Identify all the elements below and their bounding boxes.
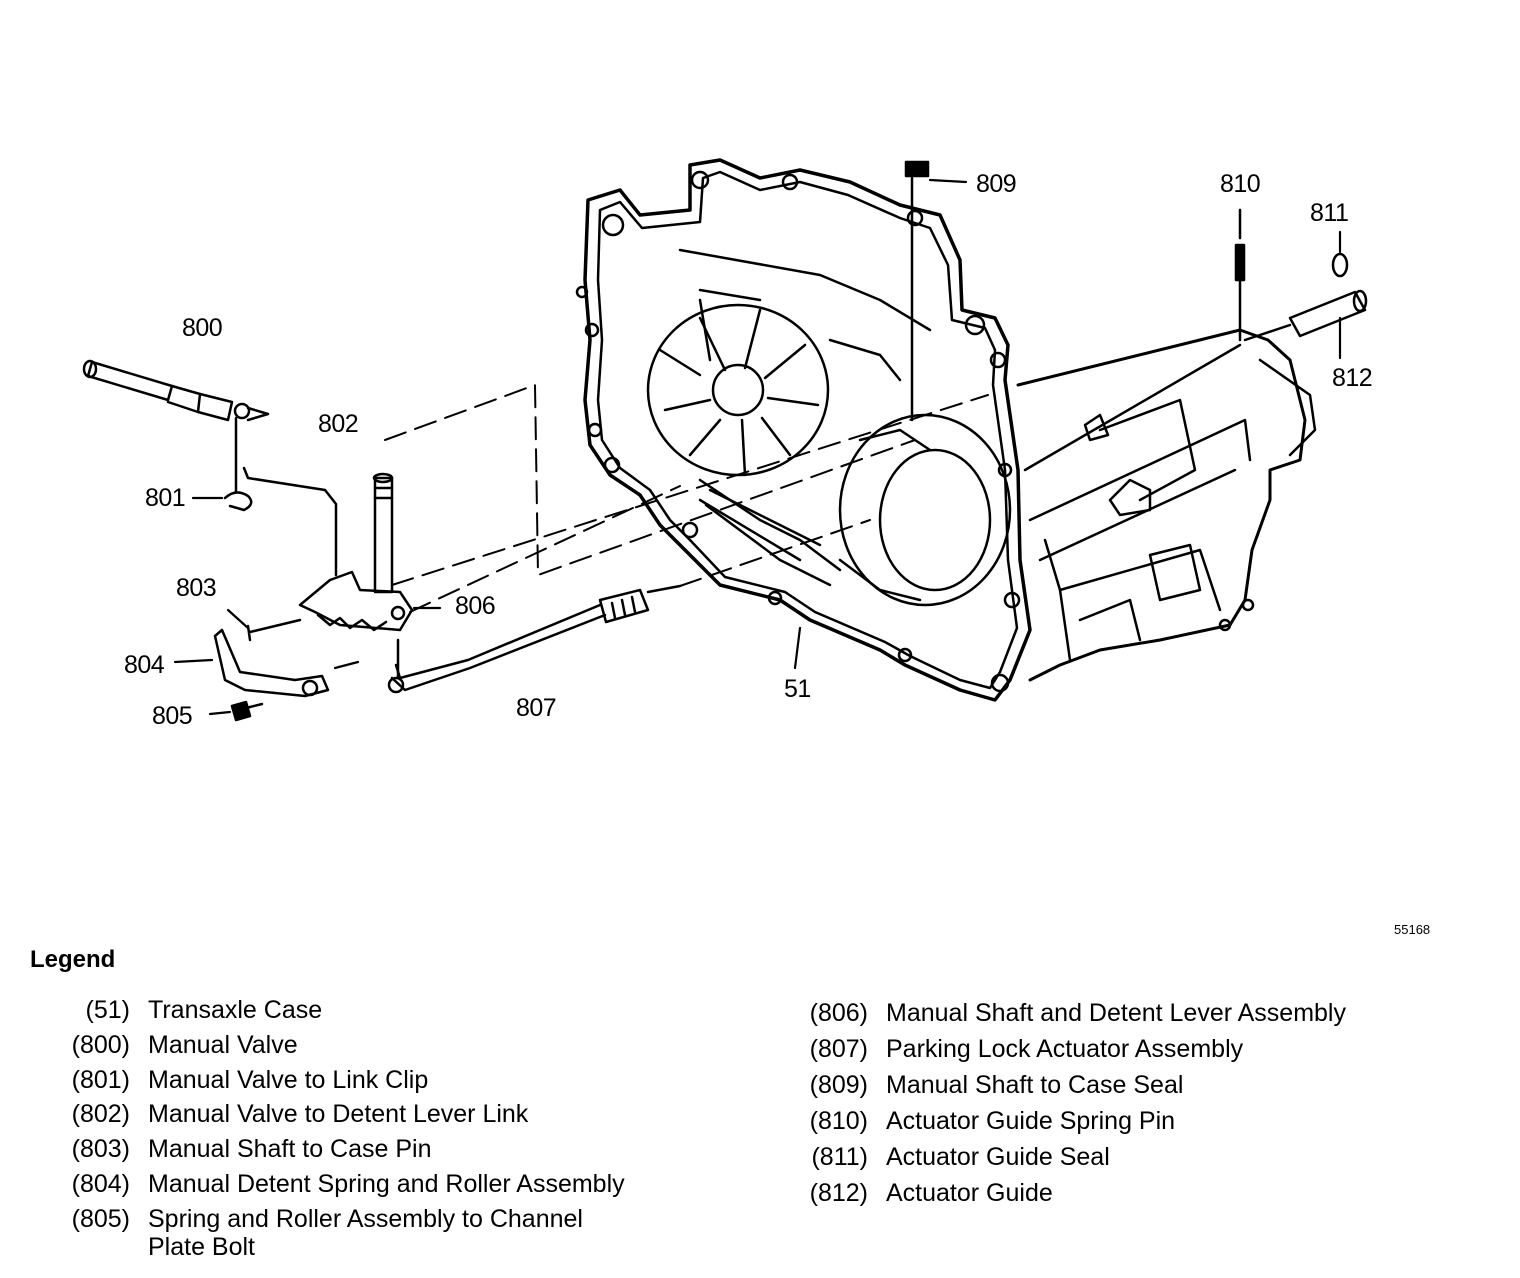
legend-label: Manual Valve to Link Clip <box>148 1066 429 1094</box>
callout-800: 800 <box>182 314 223 342</box>
legend-label: Actuator Guide Seal <box>886 1143 1110 1171</box>
legend-label: Transaxle Case <box>148 996 323 1024</box>
case-pin <box>246 618 302 642</box>
legend-code: (809) <box>809 1071 868 1099</box>
legend-code: (803) <box>71 1135 130 1163</box>
callout-807: 807 <box>516 694 557 722</box>
legend-code: (804) <box>71 1170 130 1198</box>
manual-valve <box>82 359 270 422</box>
legend-code: (801) <box>71 1066 130 1094</box>
legend-label: Manual Shaft and Detent Lever Assembly <box>886 999 1346 1027</box>
legend-label: Spring and Roller Assembly to Channel <box>148 1205 583 1233</box>
callout-806: 806 <box>455 592 496 620</box>
link-clip <box>223 491 253 512</box>
manual-shaft-detent-lever <box>298 472 414 632</box>
callout-811: 811 <box>1310 199 1349 227</box>
legend-code: (811) <box>811 1143 868 1171</box>
legend-code: (802) <box>71 1100 130 1128</box>
transaxle-case <box>575 158 1317 702</box>
legend-label: Manual Detent Spring and Roller Assembly <box>148 1170 625 1198</box>
legend-label: Parking Lock Actuator Assembly <box>886 1035 1244 1063</box>
detent-spring-roller <box>213 628 330 698</box>
exploded-parts-diagram <box>82 158 1368 722</box>
callout-805: 805 <box>152 702 193 730</box>
legend-label: Manual Valve to Detent Lever Link <box>148 1100 529 1128</box>
channel-plate-bolt <box>230 700 264 722</box>
assembly-guide-lines <box>384 329 1241 613</box>
detent-lever-link <box>234 416 338 577</box>
callout-803: 803 <box>176 574 217 602</box>
callout-812: 812 <box>1332 364 1373 392</box>
callout-804: 804 <box>124 651 165 679</box>
figure-id: 55168 <box>1394 922 1431 937</box>
actuator-guide-seal <box>1331 252 1349 278</box>
legend-label: Manual Shaft to Case Pin <box>148 1135 432 1163</box>
actuator-guide <box>1243 289 1368 342</box>
legend-label: Manual Shaft to Case Seal <box>886 1071 1184 1099</box>
legend-code: (810) <box>809 1107 868 1135</box>
legend-label: Actuator Guide Spring Pin <box>886 1107 1176 1135</box>
parking-lock-actuator <box>387 584 682 694</box>
legend-code: (807) <box>809 1035 868 1063</box>
leader-lines <box>173 178 1342 716</box>
legend-code: (812) <box>809 1179 868 1207</box>
callout-801: 801 <box>145 484 186 512</box>
manual-shaft-seal <box>904 160 930 422</box>
legend-label: Plate Bolt <box>148 1233 256 1261</box>
legend-code: (51) <box>85 996 130 1024</box>
legend-code: (805) <box>71 1205 130 1233</box>
callout-802: 802 <box>318 410 359 438</box>
callout-51: 51 <box>784 675 811 703</box>
callout-810: 810 <box>1220 170 1261 198</box>
legend-code: (806) <box>809 999 868 1027</box>
actuator-guide-spring-pin <box>1234 208 1246 342</box>
legend-label: Actuator Guide <box>886 1179 1053 1207</box>
legend-code: (800) <box>71 1031 130 1059</box>
legend-title: Legend <box>30 946 116 973</box>
legend-label: Manual Valve <box>148 1031 298 1059</box>
callout-809: 809 <box>976 170 1017 198</box>
